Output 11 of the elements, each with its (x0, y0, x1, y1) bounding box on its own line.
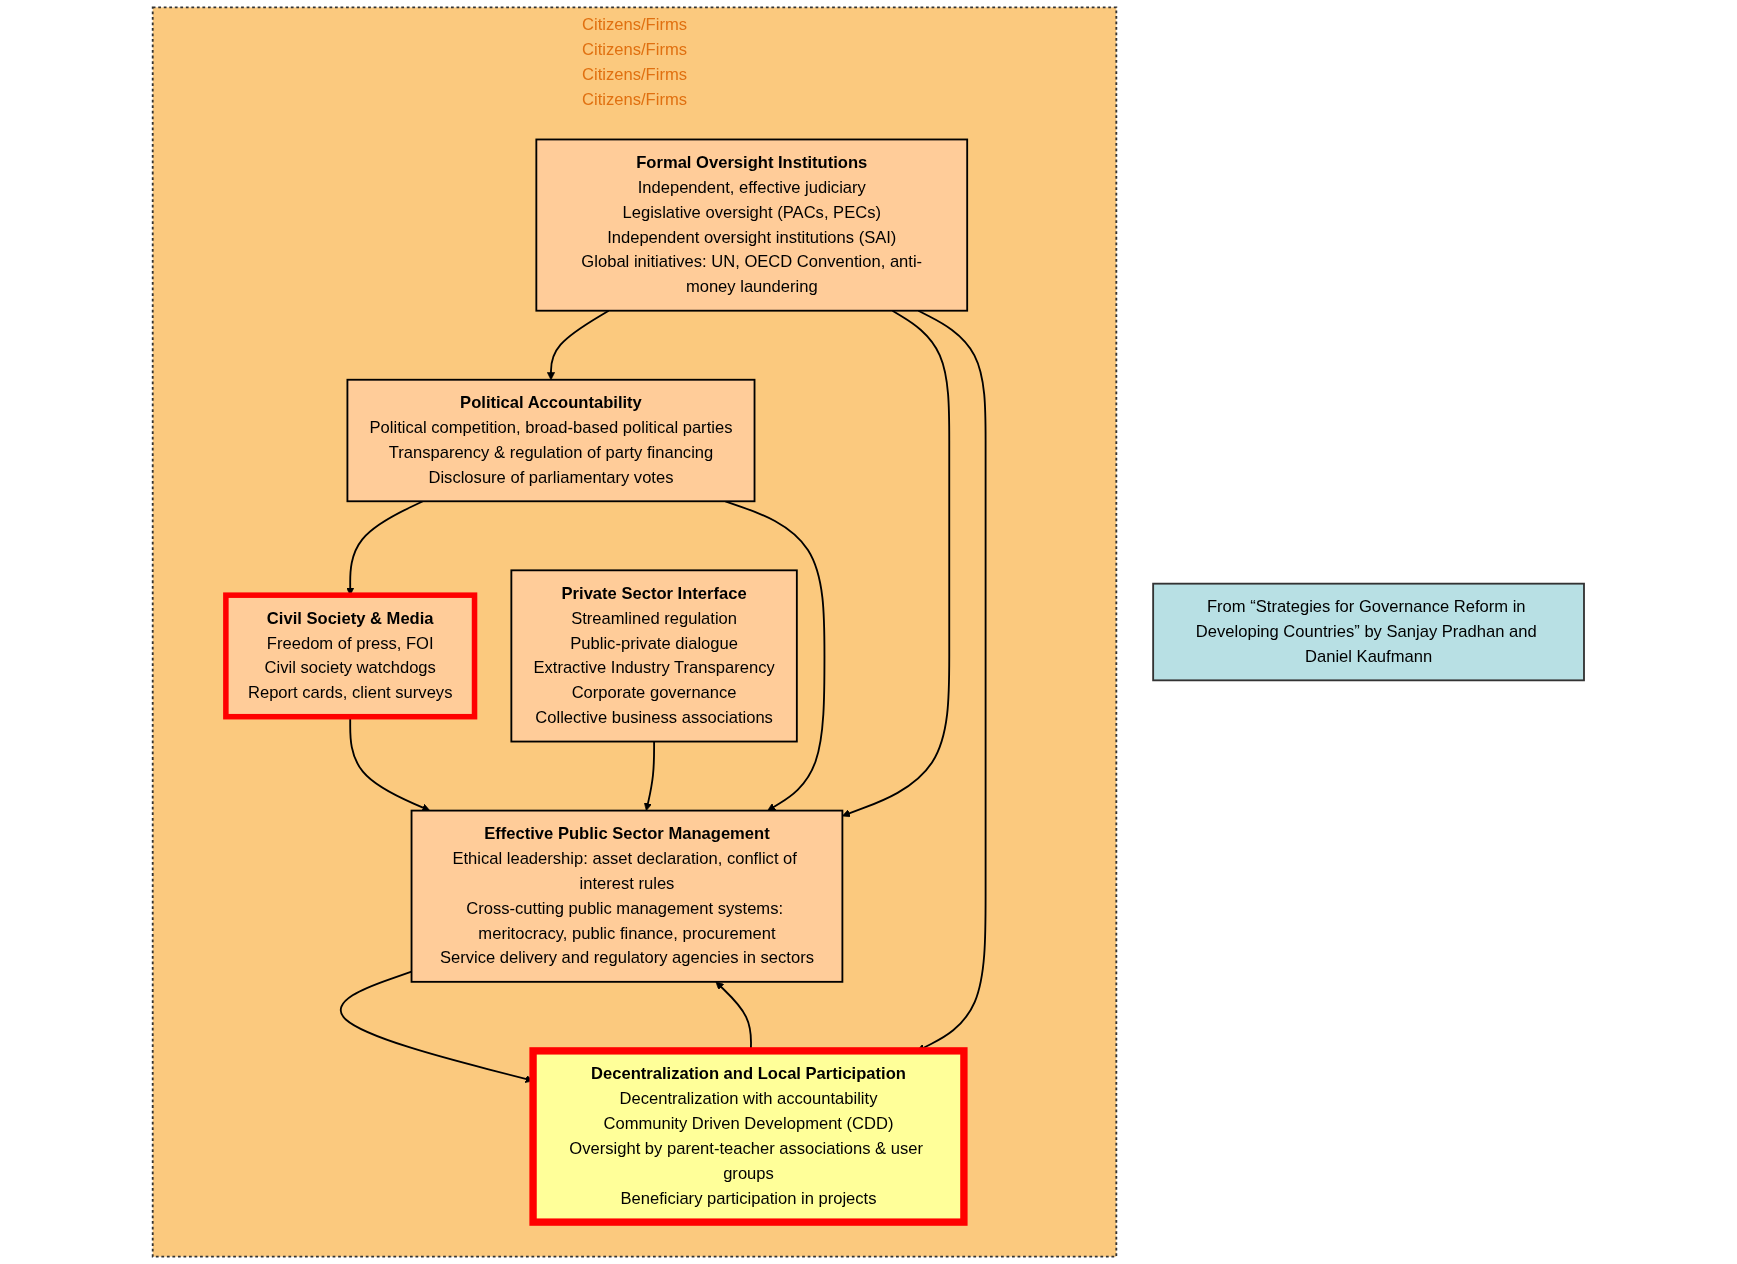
node-box: Decentralization and Local Participation Decentralization with accountability Community Driven Development (CDD) Oversight by parent-teacher associations & user groups Beneficiary participation in projects (529, 1047, 968, 1226)
node-box: Formal Oversight Institutions Independent, effective judiciary Legislative oversight (PACs, PECs) Independent oversight institutions (SAI) Global initiatives: UN, OECD Convention, anti-money laundering (535, 138, 969, 312)
node-box: Private Sector Interface Streamlined regulation Public-private dialogue Extractive Industry Transparency Corporate governance Collective business associations (510, 569, 798, 743)
arrow (644, 740, 656, 811)
arrow (842, 309, 951, 818)
node-box: Civil Society & Media Freedom of press, FOI Civil society watchdogs Report cards, client surveys (223, 592, 478, 720)
node-box: From “Strategies for Governance Reform in Developing Countries” by Sanjay Pradhan and Daniel Kaufmann (1152, 582, 1586, 682)
arrow (547, 309, 610, 381)
node-box: Effective Public Sector Management Ethical leadership: asset declaration, conflict of interest rules Cross-cutting public management systems: meritocracy, public finance, procurement Service delivery and regulatory agencies in sectors (410, 809, 844, 983)
node-box: Political Accountability Political competition, broad-based political parties Transparency & regulation of party financing Disclosure of parliamentary votes (346, 378, 756, 503)
arrow (724, 500, 826, 811)
